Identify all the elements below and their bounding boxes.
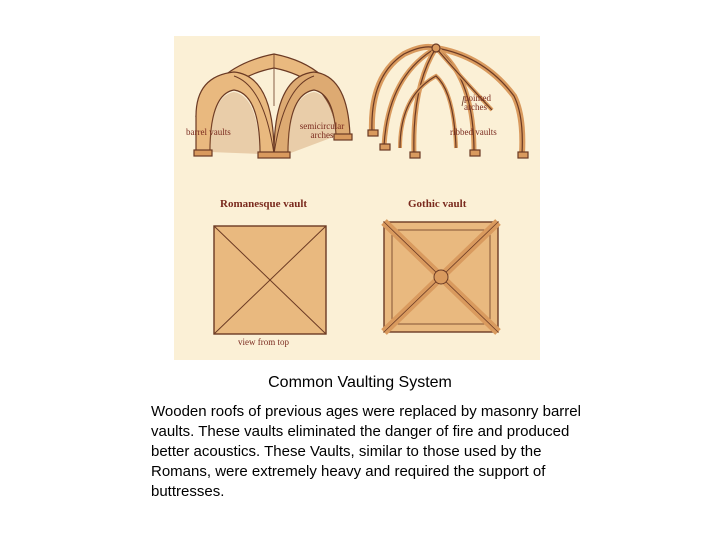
romanesque-vault-drawing [193, 53, 353, 159]
gothic-plan [381, 219, 501, 335]
title-gothic-vault: Gothic vault [408, 198, 467, 210]
title-romanesque-vault: Romanesque vault [220, 198, 308, 210]
label-view-from-top: view from top [238, 337, 289, 347]
body-paragraph: Wooden roofs of previous ages were repla… [151, 403, 581, 500]
label-barrel-vaults: barrel vaults [186, 127, 231, 137]
romanesque-plan [213, 225, 327, 335]
vault-illustration: barrel vaults semicircular arches pointe… [174, 36, 540, 360]
label-semicircular-arches: semicircular arches [299, 121, 345, 140]
figure-caption: Common Vaulting System [268, 374, 452, 391]
vault-drawing [193, 43, 529, 335]
label-pointed-arches: pointed arches [464, 93, 491, 112]
label-ribbed-vaults: ribbed vaults [450, 127, 497, 137]
gothic-vault-drawing [367, 43, 529, 159]
